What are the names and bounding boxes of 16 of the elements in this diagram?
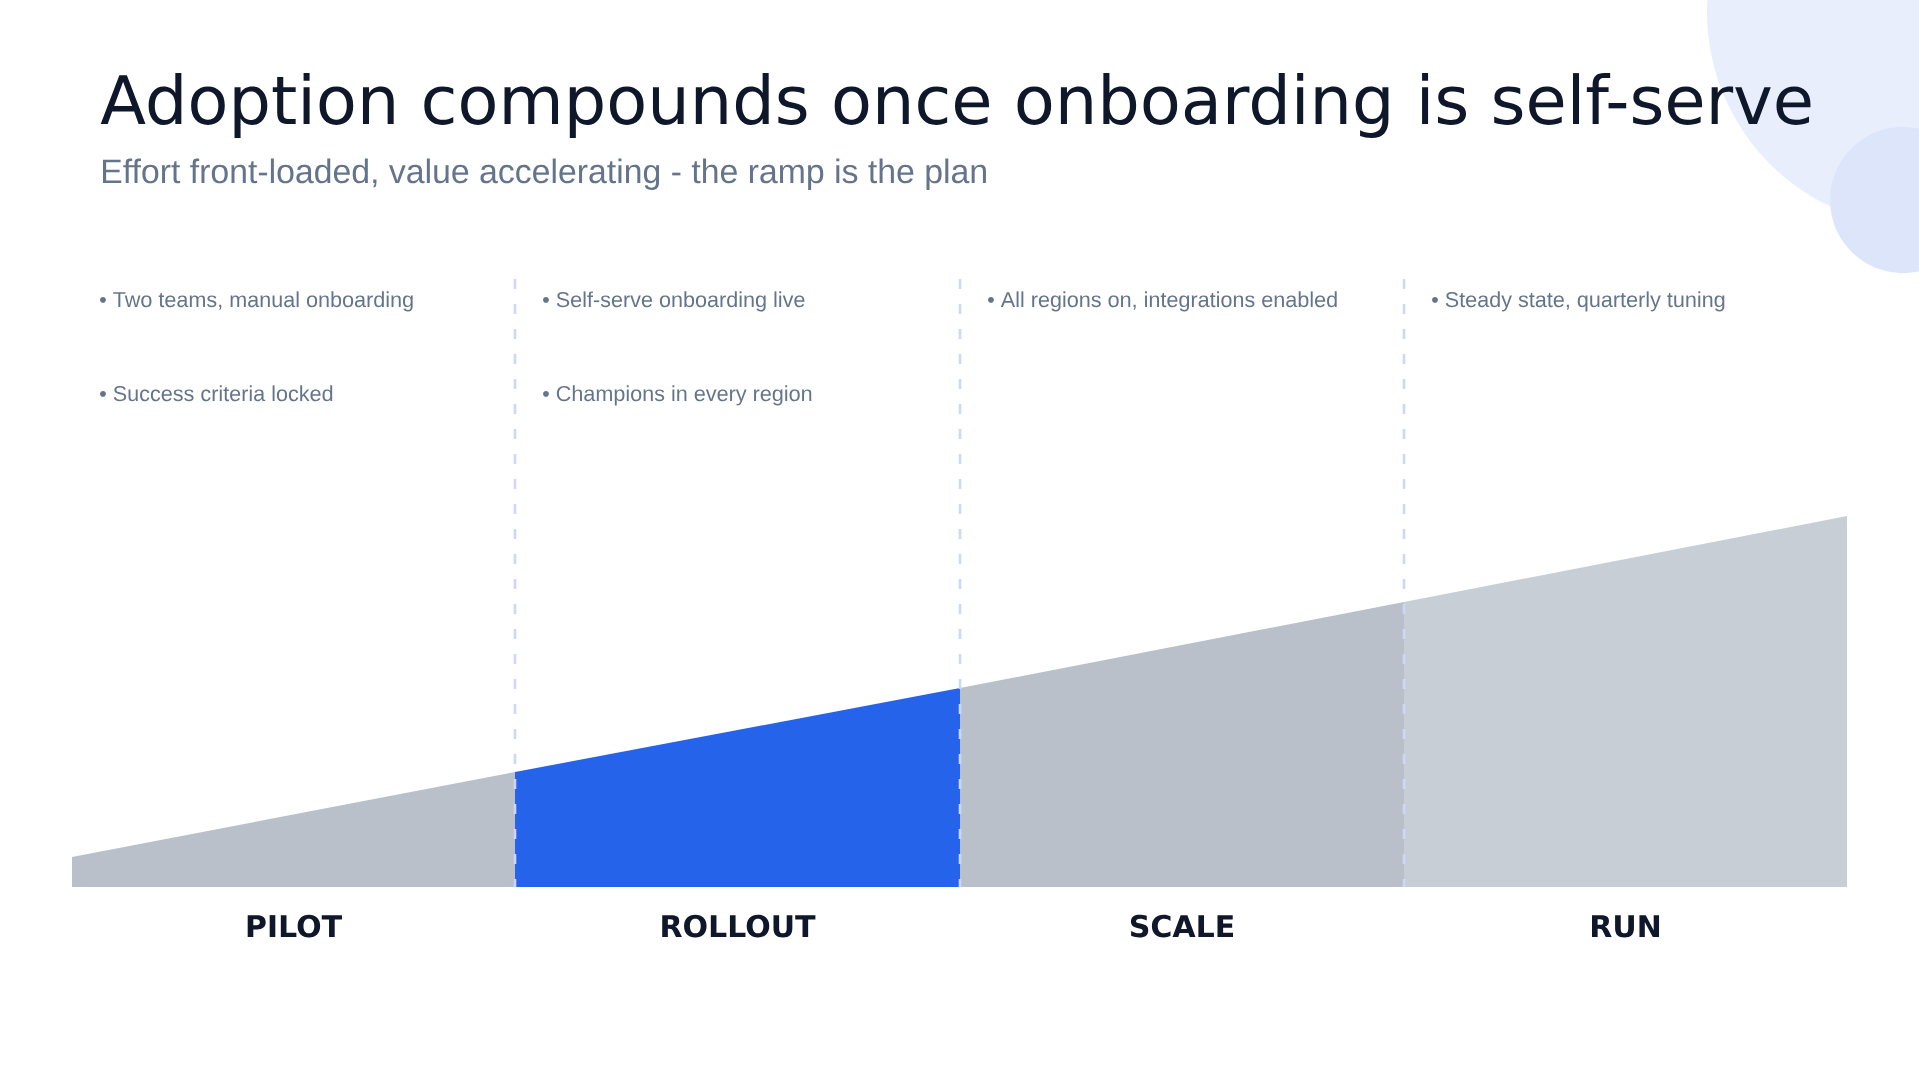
ramp-segment <box>960 602 1404 887</box>
bullet-text: • Success criteria locked <box>100 385 333 402</box>
bullet-text: • Champions in every region <box>543 385 812 406</box>
phase-label: ROLLOUT <box>662 914 816 938</box>
phase-label: RUN <box>1592 915 1660 938</box>
bullet-text: • Two teams, manual onboarding <box>100 291 413 312</box>
phase-label: PILOT <box>247 914 342 938</box>
phase-label: SCALE <box>1130 914 1234 938</box>
bullet-text: • Self-serve onboarding live <box>543 291 805 312</box>
ramp-segment <box>72 772 515 887</box>
bullet-text: • All regions on, integrations enabled <box>988 291 1337 312</box>
bullet-text: • Steady state, quarterly tuning <box>1432 291 1725 312</box>
ramp-segment <box>515 688 960 887</box>
title: Adoption compounds once onboarding is self-serve <box>100 73 1811 138</box>
ramp-segment <box>1404 516 1847 887</box>
subtitle: Effort front-loaded, value accelerating - the ramp is the plan <box>103 158 986 190</box>
